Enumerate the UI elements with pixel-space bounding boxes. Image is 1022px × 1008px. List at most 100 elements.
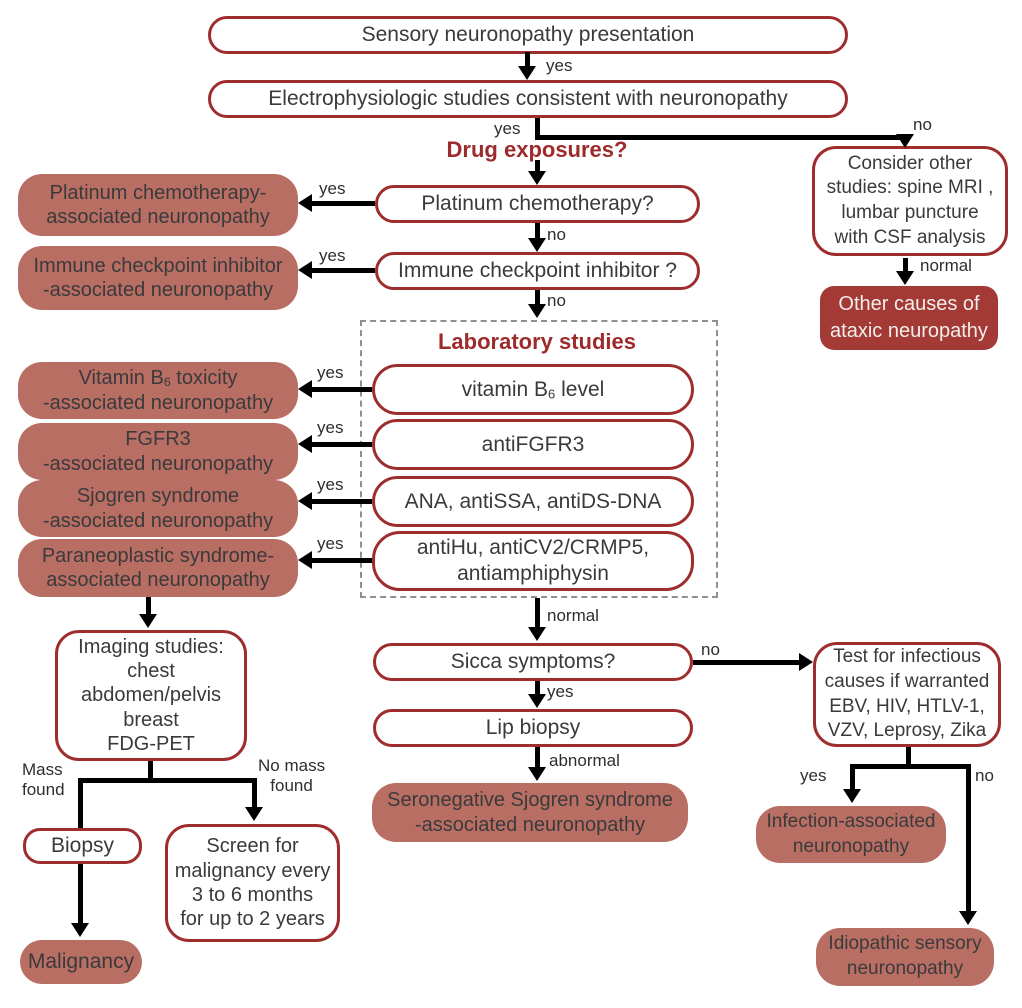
- node-antifgfr3-test: antiFGFR3: [372, 419, 694, 470]
- arrow-segment: [903, 258, 908, 273]
- node-biopsy: Biopsy: [23, 828, 142, 864]
- arrowhead: [528, 171, 546, 185]
- node-line: Other causes of: [838, 293, 980, 315]
- node-onconeural-antibody-test: antiHu, antiCV2/CRMP5, antiamphiphysin: [372, 531, 694, 591]
- edge-label-yes: yes: [800, 766, 827, 785]
- arrowhead: [518, 66, 536, 80]
- node-text: Immune checkpoint inhibitor ?: [398, 259, 677, 283]
- node-line: chest: [127, 659, 175, 682]
- node-line: Immune checkpoint inhibitor: [33, 254, 283, 277]
- arrowhead: [298, 551, 312, 569]
- edge-label-yes: yes: [546, 56, 573, 75]
- node-line: breast: [123, 708, 179, 731]
- edge-label-no-mass-found: No mass found: [258, 756, 325, 795]
- arrowhead: [71, 923, 89, 937]
- node-line: associated neuronopathy: [46, 206, 270, 228]
- node-line: Test for infectious: [833, 646, 981, 668]
- arrowhead: [245, 807, 263, 821]
- node-line: Infection-associated: [766, 810, 936, 832]
- node-lip-biopsy: Lip biopsy: [373, 709, 693, 747]
- arrow-segment: [535, 598, 540, 628]
- edge-label-yes: yes: [547, 682, 574, 701]
- edge-label-no: no: [547, 291, 566, 310]
- arrowhead: [298, 380, 312, 398]
- arrow-segment: [525, 52, 530, 68]
- arrow-segment: [312, 499, 372, 504]
- node-text: Platinum chemotherapy?: [421, 192, 654, 216]
- arrowhead: [298, 194, 312, 212]
- node-sjogren-associated-neuronopathy: Sjogren syndrome -associated neuronopath…: [18, 480, 298, 537]
- node-paraneoplastic-associated-neuronopathy: Paraneoplastic syndrome- associated neur…: [18, 539, 298, 597]
- node-line: FGFR3: [125, 428, 191, 451]
- node-line: -associated neuronopathy: [42, 452, 274, 475]
- arrow-segment: [535, 135, 907, 140]
- arrowhead: [896, 134, 914, 148]
- edge-label-yes: yes: [317, 475, 344, 494]
- node-test-infectious-causes: Test for infectious causes if warranted …: [813, 642, 1001, 747]
- arrowhead: [528, 238, 546, 252]
- arrow-segment: [535, 681, 540, 696]
- node-sensory-neuronopathy-presentation: Sensory neuronopathy presentation: [208, 16, 848, 54]
- node-text: Electrophysiologic studies consistent wi…: [268, 87, 788, 111]
- node-line: malignancy every: [174, 859, 331, 882]
- edge-label-yes: yes: [317, 418, 344, 437]
- node-vitamin-b6-level-test: vitamin B6 level: [372, 364, 694, 415]
- node-line: Seronegative Sjogren syndrome: [387, 789, 673, 812]
- node-line: causes if warranted: [824, 670, 990, 692]
- node-line: Idiopathic sensory: [828, 933, 982, 955]
- text-part: level: [555, 377, 605, 401]
- arrow-segment: [78, 778, 257, 783]
- node-line: 3 to 6 months: [191, 884, 314, 906]
- edge-label-yes: yes: [494, 119, 521, 138]
- node-malignancy: Malignancy: [20, 940, 142, 984]
- node-line: Platinum chemotherapy-: [49, 181, 267, 204]
- node-consider-other-studies: Consider other studies: spine MRI , lumb…: [812, 146, 1008, 256]
- edge-label-yes: yes: [319, 179, 346, 198]
- edge-label-mass-found: Mass found: [22, 760, 65, 799]
- arrow-segment: [966, 764, 971, 912]
- arrow-segment: [310, 268, 375, 273]
- arrow-segment: [78, 778, 83, 828]
- text-part: toxicity: [170, 367, 238, 390]
- arrowhead: [843, 789, 861, 803]
- node-text: Lip biopsy: [485, 716, 581, 740]
- node-text: antiFGFR3: [481, 432, 585, 456]
- arrowhead: [959, 911, 977, 925]
- node-line: -associated neuronopathy: [414, 813, 646, 836]
- arrow-segment: [850, 764, 971, 769]
- arrow-segment: [252, 778, 257, 808]
- arrow-segment: [535, 290, 540, 306]
- edge-label-abnormal: abnormal: [549, 751, 620, 770]
- arrow-segment: [312, 442, 372, 447]
- node-line: Consider other: [847, 152, 973, 174]
- node-line: associated neuronopathy: [46, 569, 270, 591]
- arrow-segment: [310, 201, 375, 206]
- edge-label-yes: yes: [317, 534, 344, 553]
- arrow-segment: [535, 747, 540, 768]
- node-line: ataxic neuropathy: [830, 320, 988, 342]
- node-line: Paraneoplastic syndrome-: [41, 544, 275, 567]
- node-b6-toxicity-neuronopathy: Vitamin B6 toxicity -associated neuronop…: [18, 362, 298, 419]
- node-screen-for-malignancy: Screen for malignancy every 3 to 6 month…: [165, 824, 340, 942]
- edge-label-line: No mass: [258, 756, 326, 775]
- arrowhead: [528, 627, 546, 641]
- heading-drug-exposures: Drug exposures?: [446, 137, 628, 162]
- arrowhead: [896, 271, 914, 285]
- node-text: Sicca symptoms?: [450, 650, 616, 674]
- node-electrophysiologic-studies: Electrophysiologic studies consistent wi…: [208, 80, 848, 118]
- arrow-segment: [535, 118, 540, 140]
- subscript: 6: [163, 375, 171, 390]
- node-line: antiHu, antiCV2/CRMP5,: [416, 536, 650, 560]
- edge-label-line: found: [270, 775, 313, 795]
- node-text: Malignancy: [27, 950, 135, 974]
- edge-label-no: no: [975, 766, 994, 785]
- edge-label-yes: yes: [317, 363, 344, 382]
- node-line: for up to 2 years: [180, 908, 325, 931]
- arrow-segment: [312, 558, 372, 563]
- arrow-segment: [146, 597, 151, 616]
- node-line: FDG-PET: [107, 733, 195, 756]
- arrowhead: [298, 261, 312, 279]
- node-ici-associated-neuronopathy: Immune checkpoint inhibitor -associated …: [18, 246, 298, 310]
- arrow-segment: [693, 660, 799, 665]
- node-platinum-associated-neuronopathy: Platinum chemotherapy- associated neuron…: [18, 174, 298, 236]
